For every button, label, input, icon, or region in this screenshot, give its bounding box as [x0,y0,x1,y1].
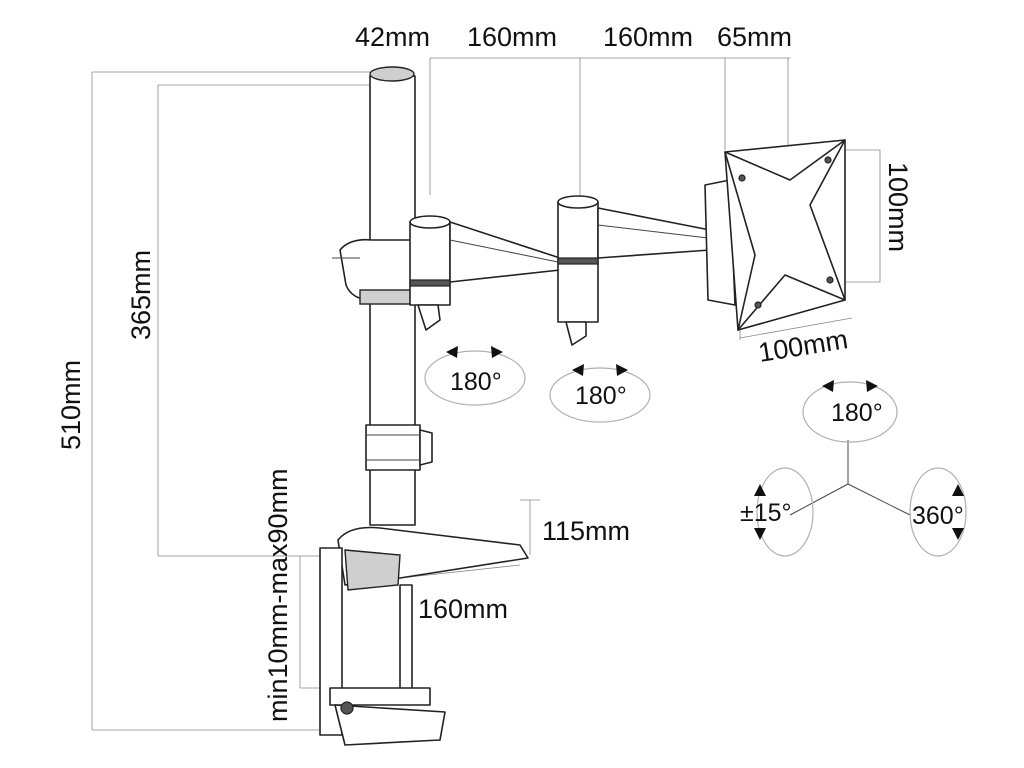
label-base-depth: 160mm [418,594,508,624]
arrow-tilt-down [754,528,766,540]
desk-clamp [319,547,446,746]
arrow-tilt-up [754,484,766,496]
rotation-oval-rotate [909,467,967,557]
arrow-head-right [866,380,878,392]
dimension-lines [91,57,911,731]
label-rotation-joint-2: 180° [575,382,627,410]
pole-ring [332,238,419,305]
label-rotate: 360° [912,502,964,530]
label-head-offset: 65mm [717,22,792,52]
label-rotation-head: 180° [831,399,883,427]
arrow-head-left [822,380,834,392]
label-vesa-height: 100mm [883,162,913,252]
label-arm-height: 365mm [126,250,156,340]
label-base-width: 115mm [542,516,630,546]
arrow-rotate-down [952,528,964,540]
rotation-oval-joint-1 [424,350,526,406]
arm-segment-1 [449,221,561,283]
rotation-arrows [446,346,964,540]
arm-segment-2 [597,207,711,259]
arm-joint-2 [557,195,599,346]
label-arm-segment-1: 160mm [467,22,557,52]
label-total-height: 510mm [56,360,86,450]
label-arm-segment-2: 160mm [603,22,693,52]
label-clamp-range: min10mm-max90mm [263,468,293,722]
arrow-joint-2-left [572,364,584,376]
rotation-oval-head [802,381,898,443]
label-rotation-joint-1: 180° [450,368,502,396]
label-vesa-width: 100mm [756,324,850,368]
label-pole-diameter: 42mm [355,22,430,52]
rotation-oval-tilt [756,467,814,557]
rotation-oval-joint-2 [549,367,651,423]
arrow-rotate-up [952,484,964,496]
arm-joint-1 [409,215,451,331]
arrow-joint-2-right [616,364,628,376]
label-tilt: ±15° [740,499,792,527]
base-plate [337,526,529,591]
vesa-plate [704,139,846,331]
arrow-joint-1-right [491,346,503,358]
arrow-joint-1-left [446,346,458,358]
